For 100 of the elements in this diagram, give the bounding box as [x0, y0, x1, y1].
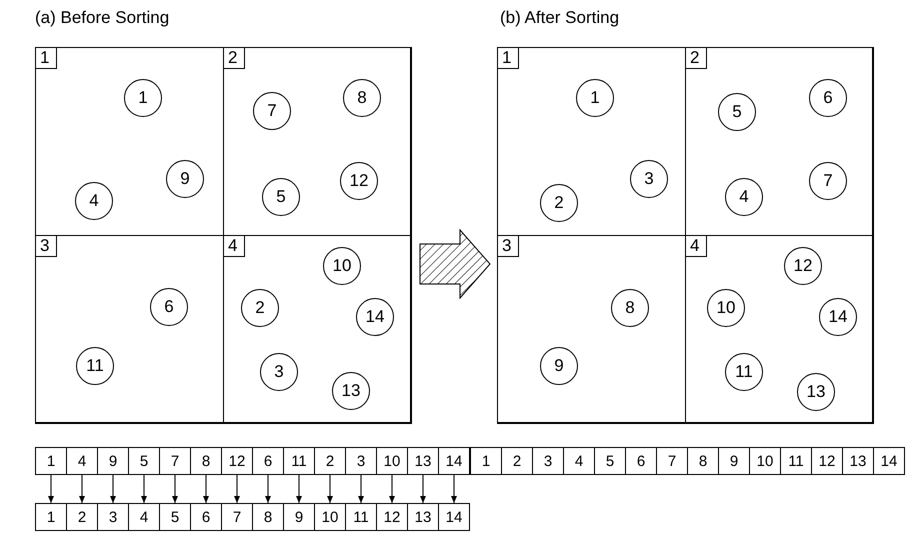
- numbered-circle: 6: [809, 79, 847, 117]
- numbered-circle: 12: [784, 247, 822, 285]
- array-cell: 6: [190, 503, 222, 531]
- array-cell: 9: [283, 503, 315, 531]
- numbered-circle: 5: [262, 178, 300, 216]
- grid-region: [35, 235, 224, 424]
- array-cell: 8: [252, 503, 284, 531]
- array-cell: 4: [563, 447, 595, 475]
- array-cell: 2: [501, 447, 533, 475]
- region-number: 4: [223, 235, 245, 257]
- arrow: [296, 474, 302, 504]
- array-cell: 2: [66, 503, 98, 531]
- region-number: 1: [497, 47, 519, 69]
- array-cell: 6: [625, 447, 657, 475]
- arrow: [420, 474, 426, 504]
- array-cell: 5: [159, 503, 191, 531]
- array-cell: 10: [749, 447, 781, 475]
- arrow: [451, 474, 457, 504]
- grid-panel: [497, 47, 873, 423]
- grid-region: [685, 47, 874, 236]
- array-cell: 3: [97, 503, 129, 531]
- numbered-circle: 6: [150, 288, 188, 326]
- array-cell: 11: [283, 447, 315, 475]
- array-cell: 10: [314, 503, 346, 531]
- grid-region: [223, 47, 412, 236]
- array-cell: 10: [376, 447, 408, 475]
- array-cell: 4: [66, 447, 98, 475]
- numbered-circle: 9: [166, 160, 204, 198]
- region-number: 3: [497, 235, 519, 257]
- numbered-circle: 4: [75, 182, 113, 220]
- grid-region: [685, 235, 874, 424]
- numbered-circle: 3: [630, 160, 668, 198]
- array-cell: 7: [656, 447, 688, 475]
- array-cell: 7: [221, 503, 253, 531]
- array-cell: 11: [345, 503, 377, 531]
- numbered-circle: 13: [332, 372, 370, 410]
- array-cell: 11: [780, 447, 812, 475]
- arrow: [48, 474, 54, 504]
- region-number: 1: [35, 47, 57, 69]
- array-cell: 8: [190, 447, 222, 475]
- array-cell: 9: [718, 447, 750, 475]
- array-cell: 5: [594, 447, 626, 475]
- array-cell: 3: [532, 447, 564, 475]
- arrow: [172, 474, 178, 504]
- numbered-circle: 14: [819, 298, 857, 336]
- array-cell: 14: [438, 503, 470, 531]
- array-cell: 2: [314, 447, 346, 475]
- array-cell: 14: [438, 447, 470, 475]
- array-cell: 1: [470, 447, 502, 475]
- numbered-circle: 9: [540, 347, 578, 385]
- arrow: [389, 474, 395, 504]
- numbered-circle: 1: [576, 79, 614, 117]
- numbered-circle: 8: [343, 79, 381, 117]
- array-cell: 12: [221, 447, 253, 475]
- grid-region: [223, 235, 412, 424]
- numbered-circle: 10: [323, 247, 361, 285]
- arrow: [203, 474, 209, 504]
- region-number: 4: [685, 235, 707, 257]
- arrow: [110, 474, 116, 504]
- array-cell: 14: [873, 447, 905, 475]
- numbered-circle: 3: [260, 353, 298, 391]
- array-cell: 13: [842, 447, 874, 475]
- numbered-circle: 2: [241, 289, 279, 327]
- array-cell: 4: [128, 503, 160, 531]
- numbered-circle: 1: [124, 79, 162, 117]
- grid-region: [497, 235, 686, 424]
- panel-title: (a) Before Sorting: [35, 8, 170, 28]
- numbered-circle: 7: [253, 92, 291, 130]
- grid-panel: [35, 47, 411, 423]
- array-cell: 9: [97, 447, 129, 475]
- array-cell: 3: [345, 447, 377, 475]
- arrow: [358, 474, 364, 504]
- numbered-circle: 11: [725, 353, 763, 391]
- region-number: 2: [685, 47, 707, 69]
- numbered-circle: 5: [718, 93, 756, 131]
- numbered-circle: 2: [540, 184, 578, 222]
- array-cell: 13: [407, 447, 439, 475]
- numbered-circle: 10: [707, 289, 745, 327]
- array-cell: 12: [811, 447, 843, 475]
- numbered-circle: 14: [356, 298, 394, 336]
- array-cell: 1: [35, 503, 67, 531]
- arrow: [79, 474, 85, 504]
- array-cell: 6: [252, 447, 284, 475]
- region-number: 3: [35, 235, 57, 257]
- numbered-circle: 8: [611, 289, 649, 327]
- panel-title: (b) After Sorting: [500, 8, 620, 28]
- arrow: [141, 474, 147, 504]
- array-cell: 5: [128, 447, 160, 475]
- array-cell: 12: [376, 503, 408, 531]
- numbered-circle: 11: [76, 347, 114, 385]
- array-cell: 1: [35, 447, 67, 475]
- arrow: [327, 474, 333, 504]
- region-number: 2: [223, 47, 245, 69]
- numbered-circle: 4: [725, 178, 763, 216]
- arrow: [234, 474, 240, 504]
- hatched-arrow: [420, 228, 491, 300]
- array-cell: 8: [687, 447, 719, 475]
- array-cell: 7: [159, 447, 191, 475]
- array-cell: 13: [407, 503, 439, 531]
- numbered-circle: 7: [809, 162, 847, 200]
